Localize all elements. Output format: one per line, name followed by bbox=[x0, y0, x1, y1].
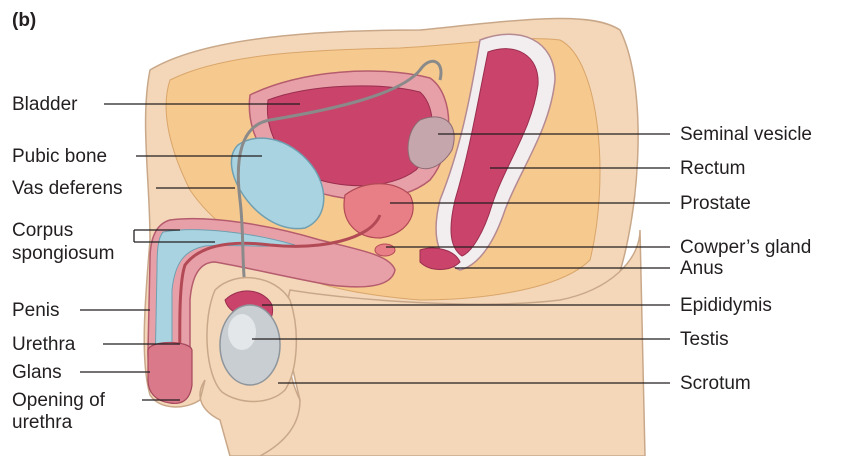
label-anus: Anus bbox=[680, 258, 723, 279]
label-opening-line2: urethra bbox=[12, 412, 72, 433]
label-seminal-vesicle: Seminal vesicle bbox=[680, 124, 812, 145]
label-pubic-bone: Pubic bone bbox=[12, 146, 107, 167]
label-cowpers-gland: Cowper’s gland bbox=[680, 237, 811, 258]
label-rectum: Rectum bbox=[680, 158, 745, 179]
cowpers-gland-shape bbox=[375, 244, 395, 256]
label-prostate: Prostate bbox=[680, 193, 751, 214]
label-glans: Glans bbox=[12, 362, 62, 383]
label-scrotum: Scrotum bbox=[680, 373, 751, 394]
label-corpus-line1: Corpus bbox=[12, 220, 73, 241]
panel-label: (b) bbox=[12, 10, 36, 32]
glans-shape bbox=[148, 343, 192, 404]
label-testis: Testis bbox=[680, 329, 729, 350]
label-corpus-line2: spongiosum bbox=[12, 243, 114, 264]
label-bladder: Bladder bbox=[12, 94, 78, 115]
label-penis: Penis bbox=[12, 300, 60, 321]
label-opening-line1: Opening of bbox=[12, 390, 105, 411]
label-epididymis: Epididymis bbox=[680, 295, 772, 316]
label-vas-deferens: Vas deferens bbox=[12, 178, 123, 199]
label-urethra: Urethra bbox=[12, 334, 75, 355]
testis-highlight bbox=[228, 314, 256, 350]
